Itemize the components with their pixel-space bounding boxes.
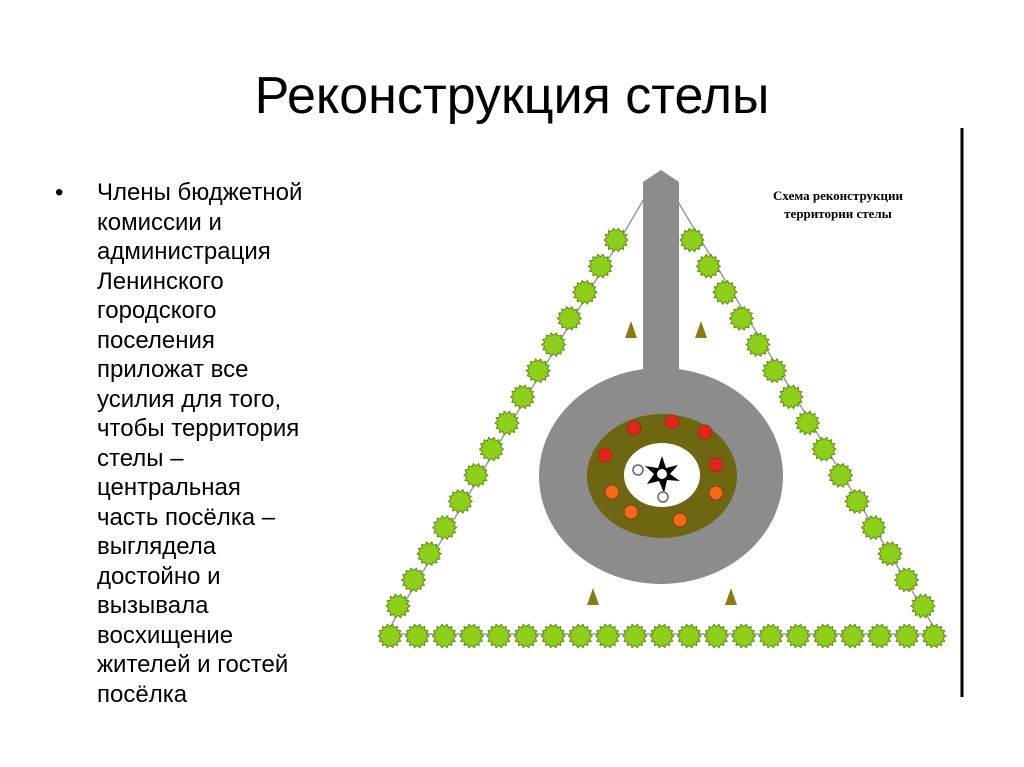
tree-icon [572,279,598,305]
tree-icon [730,623,757,649]
flower-icon [626,420,642,436]
tree-icon [540,623,567,649]
tree-icon [794,410,821,436]
tree-icon [567,623,594,649]
bullet-text: Члены бюджетной комиссии и администрация… [97,179,303,708]
tree-icon [844,488,870,514]
bullet-dot-icon: • [55,179,64,206]
tree-icon [712,279,738,305]
flower-icon [708,485,724,501]
spruce-icon [725,588,737,605]
tree-icon [811,436,837,462]
tree-icon [679,227,705,253]
tree-icon [893,623,920,649]
tree-icon [778,384,804,410]
tree-icon [513,623,539,649]
flower-icon [597,447,613,463]
perimeter-trees [377,227,947,649]
stele-scheme-diagram: Схема реконструкции территории стелы [377,128,964,697]
tree-icon [385,593,411,619]
tree-icon [812,623,839,649]
tree-icon [839,623,866,649]
tree-icon [745,332,771,358]
tree-icon [921,623,947,649]
tree-icon [485,623,512,649]
tree-icon [478,436,505,462]
tree-icon [621,623,648,649]
flower-icon [672,512,688,528]
tree-icon [377,623,403,649]
tree-icon [877,541,903,567]
small-trees [587,321,737,605]
tree-icon [893,567,920,593]
tree-icon [649,623,675,649]
tree-icon [587,253,614,279]
tree-icon [695,253,722,279]
flower-icon [623,504,639,520]
tree-icon [525,358,551,384]
flower-icon [697,424,713,440]
tree-icon [866,623,893,649]
tree-icon [431,623,458,649]
scheme-caption-line2: территории стелы [784,206,892,221]
tree-icon [728,305,755,331]
spruce-icon [587,588,599,605]
lamp-icon [632,464,644,476]
tree-icon [761,358,788,384]
flowers [597,414,724,528]
tree-icon [676,623,703,649]
tree-icon [860,515,887,541]
tree-icon [431,515,458,541]
tree-icon [400,567,427,593]
tree-icon [703,623,730,649]
flower-icon [708,457,724,473]
tree-icon [785,623,811,649]
tree-icon [458,623,485,649]
tree-icon [416,541,442,567]
stele-top [643,170,679,182]
flower-icon [604,484,620,500]
scheme-caption-line1: Схема реконструкции [773,188,904,203]
slide-title: Реконструкция стелы [254,67,770,125]
tree-icon [556,305,583,331]
spruce-icon [695,321,707,338]
flower-icon [664,414,680,430]
tree-icon [404,623,431,649]
tree-icon [463,462,489,488]
tree-icon [757,623,784,649]
lamp-icon [657,491,669,503]
tree-icon [447,488,474,514]
spruce-icon [625,321,637,338]
tree-icon [509,384,536,410]
tree-icon [540,332,567,358]
tree-icon [594,623,621,649]
tree-icon [827,462,854,488]
star-icon [645,456,680,493]
central-alley [643,182,679,382]
tree-icon [494,410,520,436]
tree-icon [603,227,629,253]
tree-icon [910,593,936,619]
